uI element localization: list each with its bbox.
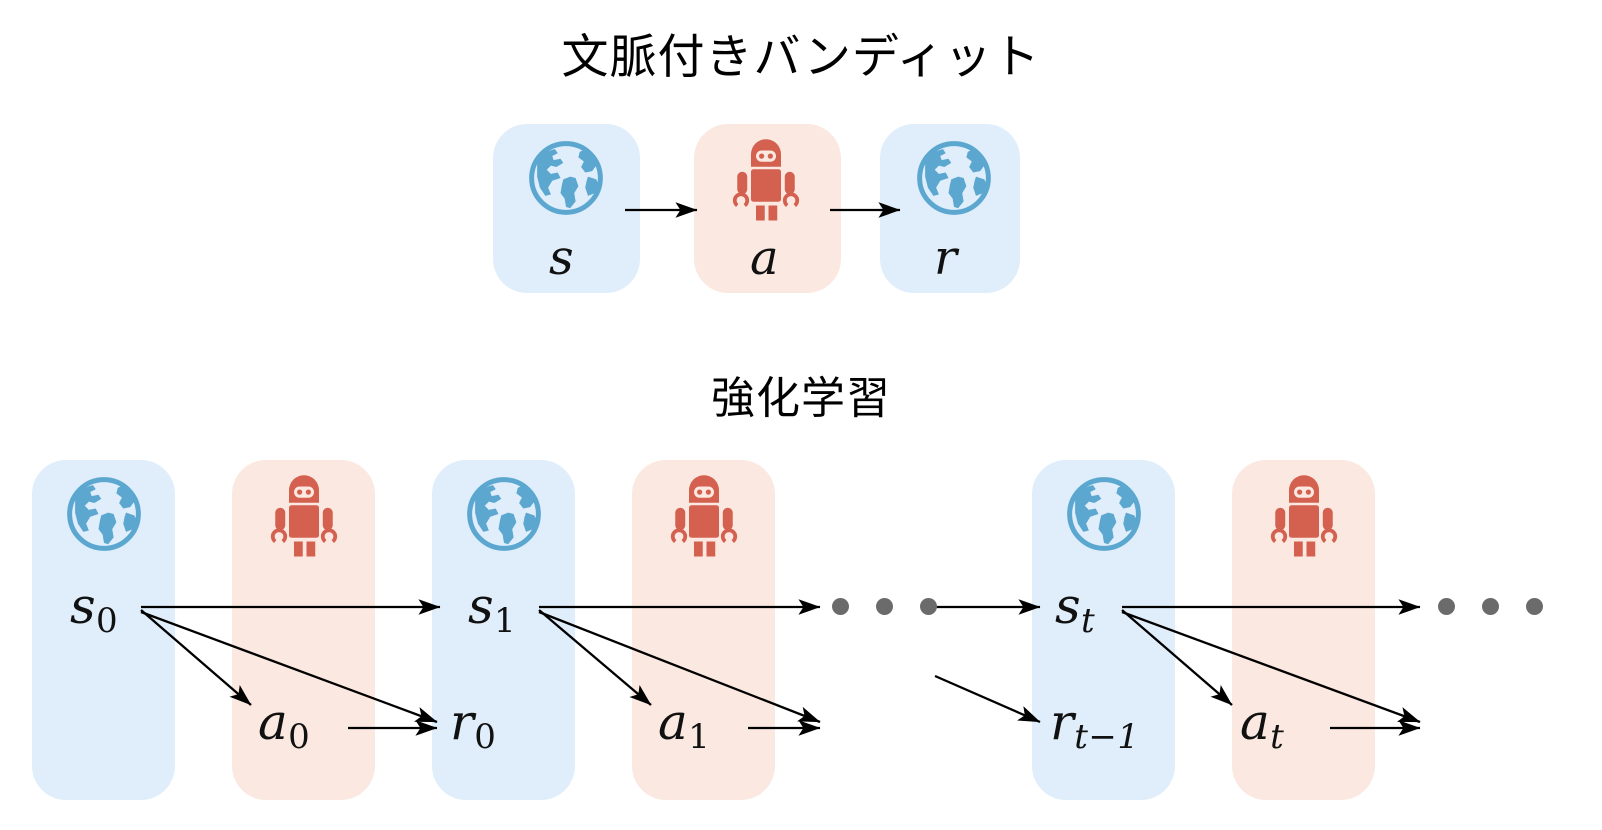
bandit-state-box <box>493 124 640 293</box>
dot <box>832 598 849 615</box>
label-subscript: 0 <box>96 600 119 641</box>
reinforcement-learning-title: 強化学習 <box>711 373 891 424</box>
robot-icon <box>664 470 744 562</box>
label-subscript: 1 <box>494 600 517 641</box>
label-text: s <box>549 230 574 286</box>
robot-icon <box>264 470 344 562</box>
dot <box>1526 598 1543 615</box>
globe-icon <box>60 470 148 562</box>
label-subscript: 1 <box>688 716 711 757</box>
rl-label-s0: s0 <box>70 581 118 638</box>
dot <box>876 598 893 615</box>
label-base: s <box>1055 577 1081 635</box>
ellipsis-dots-middle <box>832 598 937 615</box>
globe-icon <box>460 470 548 562</box>
ellipsis-dots-right <box>1438 598 1543 615</box>
label-subscript: t <box>1270 716 1285 757</box>
bandit-action-label: a <box>750 234 779 282</box>
label-subscript: 0 <box>474 716 497 757</box>
bandit-state-label: s <box>549 234 574 282</box>
contextual-bandit-title: 文脈付きバンディット <box>561 30 1041 85</box>
label-subscript: 0 <box>288 716 311 757</box>
label-base: a <box>1240 693 1270 751</box>
bandit-reward-box <box>880 124 1020 293</box>
label-subscript: t <box>1081 600 1096 641</box>
dot <box>1482 598 1499 615</box>
rl-label-s1: s1 <box>468 581 516 638</box>
label-base: a <box>658 693 688 751</box>
label-base: r <box>450 693 474 751</box>
globe-icon <box>910 134 998 226</box>
label-base: s <box>70 577 96 635</box>
rl-label-st: st <box>1055 581 1095 638</box>
label-base: a <box>258 693 288 751</box>
label-text: a <box>750 230 779 286</box>
rl-label-r0: r0 <box>450 697 496 754</box>
dot <box>1438 598 1455 615</box>
label-subscript: t−1 <box>1074 716 1140 757</box>
rl-label-rt-minus-1: rt−1 <box>1050 697 1140 754</box>
rl-label-at: at <box>1240 697 1284 754</box>
label-base: s <box>468 577 494 635</box>
dot <box>920 598 937 615</box>
globe-icon <box>522 134 610 226</box>
label-base: r <box>1050 693 1074 751</box>
bandit-reward-label: r <box>934 234 957 282</box>
label-text: r <box>934 230 957 286</box>
robot-icon <box>1264 470 1344 562</box>
edge-to-rt-minus-1 <box>934 674 1041 724</box>
robot-icon <box>726 134 806 226</box>
rl-label-a1: a1 <box>658 697 710 754</box>
rl-label-a0: a0 <box>258 697 310 754</box>
globe-icon <box>1060 470 1148 562</box>
